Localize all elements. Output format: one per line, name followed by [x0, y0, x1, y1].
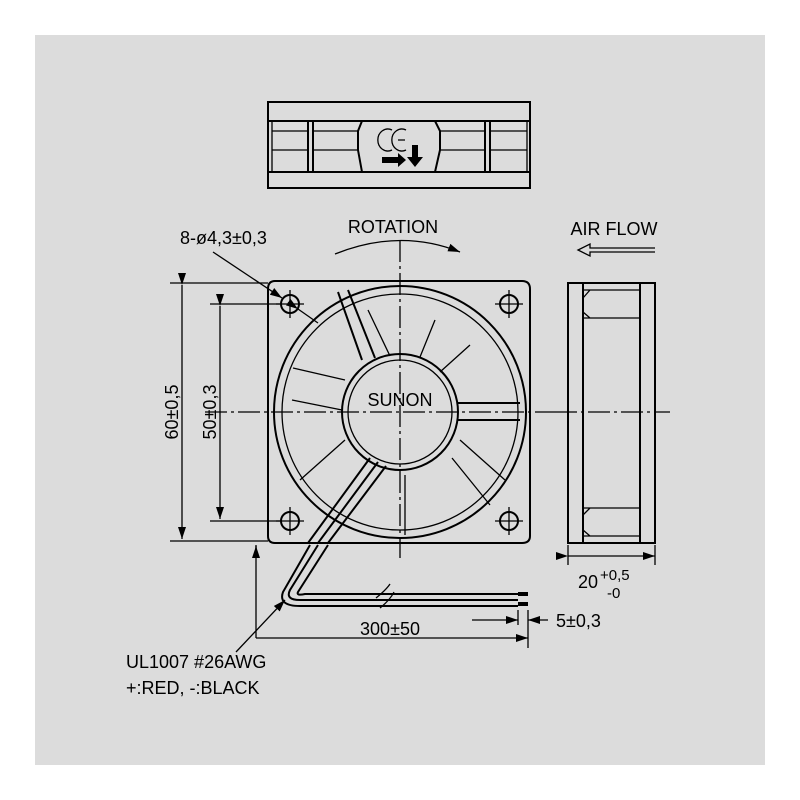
depth-tolerance-plus: +0,5	[600, 567, 630, 584]
hole-spec-label: 8-ø4,3±0,3	[180, 228, 267, 248]
height-dimensions	[170, 273, 280, 542]
wire-spec-line1: UL1007 #26AWG	[126, 652, 266, 672]
ce-mark-icon	[377, 128, 407, 152]
lead-wires	[281, 544, 528, 609]
depth-dimension: 20	[578, 572, 598, 592]
height-dimension-label: 60±0,5	[162, 385, 182, 440]
airflow-direction-icon	[382, 145, 423, 167]
rotation-label: ROTATION	[348, 217, 438, 237]
hole-pitch-dimension-label: 50±0,3	[200, 385, 220, 440]
lead-length-label: 300±50	[360, 619, 420, 639]
fan-struts	[291, 289, 520, 544]
top-view	[267, 101, 531, 189]
side-view	[555, 282, 670, 565]
strip-length-label: 5±0,3	[556, 611, 601, 631]
rotation-arrow-icon	[334, 239, 461, 255]
depth-tolerance-minus: -0	[607, 585, 620, 602]
wire-spec-line2: +:RED, -:BLACK	[126, 678, 260, 698]
mounting-holes	[276, 290, 523, 535]
airflow-arrow-icon	[576, 242, 655, 258]
front-view: SUNON	[205, 240, 555, 558]
airflow-label: AIR FLOW	[570, 219, 657, 239]
